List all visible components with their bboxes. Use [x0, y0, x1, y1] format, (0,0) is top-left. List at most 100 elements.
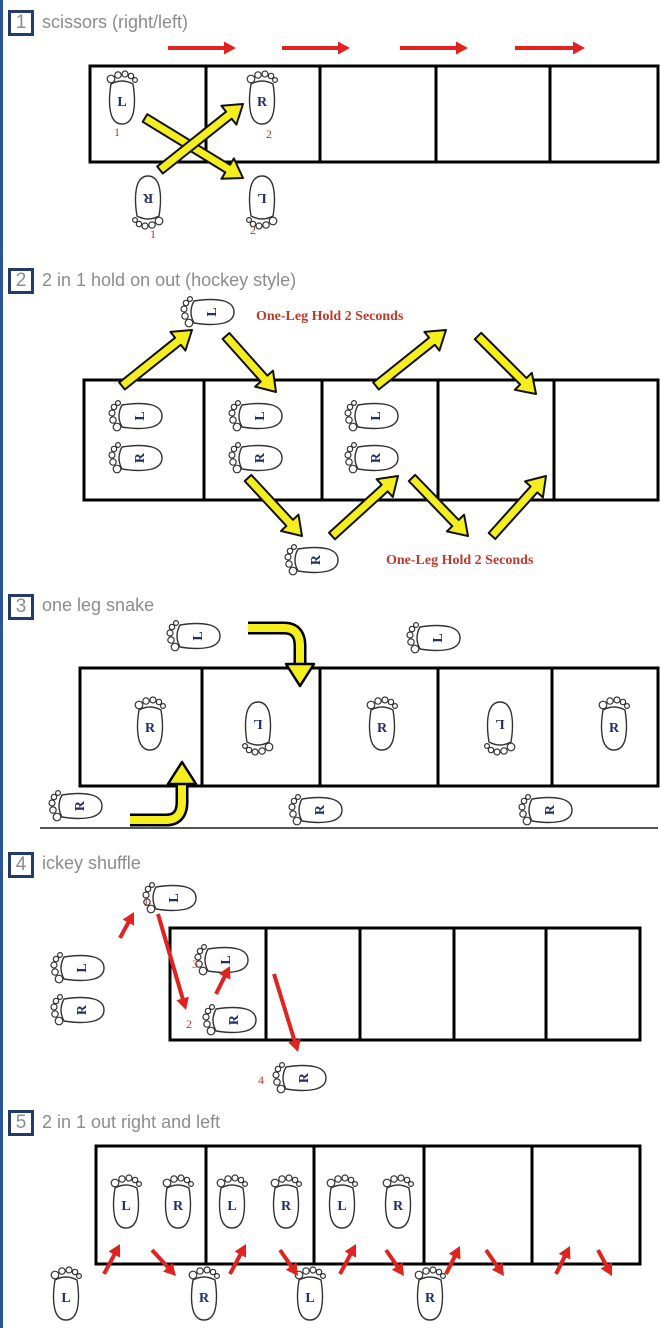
left-foot-icon: L [241, 701, 274, 756]
foot-letter: R [73, 800, 88, 811]
scissors-drill-diagram: L R R L 1 2 1 2 [88, 41, 660, 241]
out-right-and-left-drill-diagram: L R L R L R L R L R [50, 1144, 642, 1321]
movement-arrows [118, 329, 547, 541]
foot-letter: L [431, 633, 446, 642]
foot-letter: R [145, 721, 156, 736]
movement-arrow [328, 475, 399, 541]
direction-arrow [515, 41, 585, 55]
right-foot-icon: R [48, 789, 103, 822]
foot-letter: R [75, 1004, 90, 1015]
foot-letter: L [227, 1199, 236, 1214]
ickey-shuffle-drill-diagram: L R L L R R 1 2 3 4 [50, 881, 642, 1094]
right-foot-icon: R [382, 1174, 415, 1229]
foot-letter: L [495, 716, 504, 731]
foot-letter: R [281, 1199, 292, 1214]
one-leg-snake-drill-diagram: R L R L R L L R R R [40, 619, 660, 829]
crossing-arrow [156, 103, 244, 175]
foot-letter: L [305, 1291, 314, 1306]
section-number-badge: 1 [8, 10, 34, 36]
section-title: 2 in 1 hold on out (hockey style) [42, 270, 297, 290]
movement-arrow [102, 1244, 121, 1275]
foot-letter: L [121, 1199, 130, 1214]
foot-letter: R [609, 721, 620, 736]
right-foot-icon: R [518, 793, 573, 826]
foot-letter: L [133, 411, 148, 420]
movement-arrow [118, 329, 193, 391]
foot-letter: R [257, 95, 268, 110]
right-foot-icon: R [202, 1003, 257, 1036]
left-foot-icon: L [50, 1266, 83, 1321]
movement-arrow [272, 973, 301, 1052]
foot-letter: L [117, 95, 126, 110]
direction-arrow [168, 41, 236, 55]
step-number: 2 [186, 1017, 192, 1031]
left-foot-icon: L [194, 943, 249, 976]
foot-letter: L [253, 716, 262, 731]
step-number: 2 [250, 223, 256, 237]
left-foot-icon: L [110, 1174, 143, 1229]
section-title: ickey shuffle [42, 853, 141, 873]
movement-arrows [102, 1244, 612, 1276]
right-foot-icon: R [131, 175, 164, 230]
direction-arrow [400, 41, 468, 55]
right-foot-icon: R [284, 543, 339, 576]
movement-arrow [156, 913, 189, 1010]
left-foot-icon: L [216, 1174, 249, 1229]
movement-arrow [214, 966, 231, 995]
foot-letter: L [191, 631, 206, 640]
step-number: 4 [258, 1073, 264, 1087]
movement-arrow [221, 332, 277, 393]
agility-ladder [88, 64, 660, 164]
right-foot-icon: R [288, 793, 343, 826]
left-foot-icon: L [50, 951, 105, 984]
foot-letter: R [393, 1199, 404, 1214]
movement-arrow [554, 1246, 571, 1275]
right-foot-icon: R [50, 993, 105, 1026]
foot-letter: R [297, 1072, 312, 1083]
left-foot-icon: L [406, 621, 461, 654]
right-foot-icon: R [598, 696, 631, 751]
right-foot-icon: R [162, 1174, 195, 1229]
section-number-badge: 2 [8, 268, 34, 294]
section-title: one leg snake [42, 595, 155, 615]
right-foot-icon: R [272, 1061, 327, 1094]
movement-arrow [484, 1248, 504, 1276]
foot-letter: R [377, 721, 388, 736]
foot-letter: L [253, 411, 268, 420]
direction-arrows [168, 41, 585, 55]
foot-letter: R [425, 1291, 436, 1306]
movement-arrow [473, 331, 537, 395]
movement-arrow [444, 1246, 461, 1275]
right-foot-icon: R [366, 696, 399, 751]
foot-letter: L [337, 1199, 346, 1214]
section-title: scissors (right/left) [42, 12, 189, 32]
left-foot-icon: L [180, 295, 235, 328]
movement-arrow [243, 473, 303, 537]
right-foot-icon: R [344, 441, 399, 474]
left-foot-icon: L [106, 70, 139, 125]
movement-arrows [130, 621, 316, 827]
movement-arrow [228, 1244, 247, 1275]
step-number: 1 [143, 895, 149, 909]
left-margin-rule [0, 0, 3, 1328]
section-title: 2 in 1 out right and left [42, 1112, 221, 1132]
left-foot-icon: L [245, 175, 278, 230]
step-number: 2 [266, 127, 272, 141]
right-foot-icon: R [108, 441, 163, 474]
foot-letter: R [133, 452, 148, 463]
movement-arrow [338, 1244, 357, 1275]
section-number-badge: 5 [8, 1110, 34, 1136]
movement-arrows [118, 912, 301, 1052]
foot-letter: L [257, 190, 266, 205]
foot-letter: L [219, 955, 234, 964]
agility-ladder [82, 378, 660, 502]
foot-letter: R [543, 804, 558, 815]
movement-arrow [278, 1248, 298, 1276]
right-foot-icon: R [246, 70, 279, 125]
movement-arrow [487, 475, 547, 540]
left-foot-icon: L [228, 399, 283, 432]
foot-letter: L [369, 411, 384, 420]
foot-letter: R [253, 452, 268, 463]
section-number-badge: 4 [8, 852, 34, 878]
left-foot-icon: L [326, 1174, 359, 1229]
